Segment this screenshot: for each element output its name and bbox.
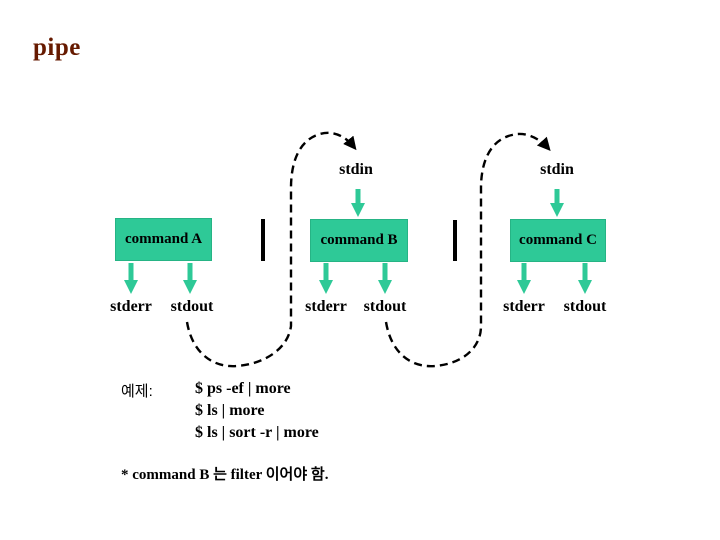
- example-command-line: $ ls | sort -r | more: [195, 424, 319, 441]
- page-title: pipe: [33, 34, 81, 61]
- example-command-line: $ ps -ef | more: [195, 380, 291, 397]
- stderr-label-command-a: stderr: [110, 298, 152, 315]
- pipe-symbol-2: [453, 220, 457, 261]
- command-b-label: command B: [320, 232, 398, 248]
- stdout-label-command-c: stdout: [563, 298, 607, 315]
- command-a-box: command A: [115, 218, 212, 261]
- stderr-label-command-c: stderr: [503, 298, 545, 315]
- filter-note: * command B 는 filter 이어야 함.: [121, 467, 329, 483]
- stdout-label-command-a: stdout: [170, 298, 214, 315]
- pipe-flow-curve-b-to-c: [384, 132, 551, 368]
- example-heading: 예제:: [121, 383, 153, 400]
- stdin-label-command-b: stdin: [339, 161, 373, 178]
- command-c-box: command C: [510, 219, 606, 262]
- command-c-label: command C: [519, 232, 597, 248]
- example-command-line: $ ls | more: [195, 402, 265, 419]
- pipe-symbol-1: [261, 219, 265, 261]
- stdout-label-command-b: stdout: [363, 298, 407, 315]
- example-command-list: $ ps -ef | more $ ls | more $ ls | sort …: [195, 378, 319, 444]
- command-a-label: command A: [124, 231, 203, 247]
- stderr-label-command-b: stderr: [305, 298, 347, 315]
- command-b-box: command B: [310, 219, 408, 262]
- pipe-flow-curve-a-to-b: [185, 131, 357, 368]
- stdin-label-command-c: stdin: [540, 161, 574, 178]
